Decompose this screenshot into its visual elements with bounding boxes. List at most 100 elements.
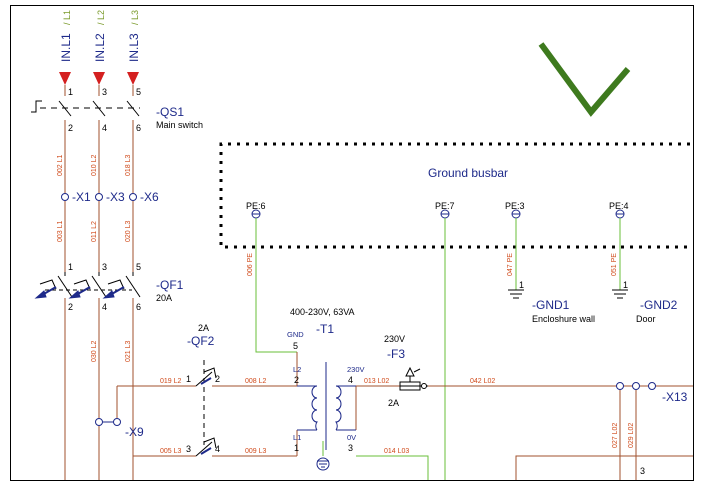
wire-label: 005 L3 bbox=[160, 448, 182, 455]
svg-text:1: 1 bbox=[68, 262, 73, 272]
pe-point-7: PE:7 bbox=[435, 201, 455, 219]
svg-text:-T1: -T1 bbox=[316, 322, 334, 336]
svg-text:/ L1: / L1 bbox=[62, 10, 72, 25]
wire-label: 020 L3 bbox=[125, 220, 132, 242]
wire-label: 014 L03 bbox=[384, 448, 409, 455]
svg-text:4: 4 bbox=[215, 444, 220, 454]
svg-text:-QF2: -QF2 bbox=[187, 334, 215, 348]
wire-label: 003 L1 bbox=[57, 220, 64, 242]
svg-text:6: 6 bbox=[136, 123, 141, 133]
svg-text:PE:7: PE:7 bbox=[435, 201, 455, 211]
svg-text:Encloshure wall: Encloshure wall bbox=[532, 314, 595, 324]
pe-point-6: PE:6 bbox=[246, 201, 266, 219]
svg-text:2: 2 bbox=[68, 302, 73, 312]
svg-text:L2: L2 bbox=[293, 365, 301, 374]
sheet-frame bbox=[10, 5, 694, 481]
svg-text:IN.L3: IN.L3 bbox=[127, 33, 141, 62]
wire-label: 027 L02 bbox=[612, 423, 619, 448]
arrow-down-icon bbox=[59, 72, 71, 85]
svg-text:3: 3 bbox=[102, 262, 107, 272]
svg-text:5: 5 bbox=[136, 87, 141, 97]
svg-text:GND: GND bbox=[287, 330, 304, 339]
svg-text:-X9: -X9 bbox=[125, 425, 144, 439]
wire-label: 042 L02 bbox=[470, 378, 495, 385]
svg-text:PE:6: PE:6 bbox=[246, 201, 266, 211]
wire-label: 029 L02 bbox=[628, 423, 635, 448]
transformer-t1: 400-230V, 63VA -T1 GND 5 L2 2 L1 1 230V … bbox=[287, 307, 365, 471]
wire-label: 006 PE bbox=[247, 253, 254, 276]
svg-text:6: 6 bbox=[136, 302, 141, 312]
arrow-down-icon bbox=[93, 72, 105, 85]
svg-text:4: 4 bbox=[102, 302, 107, 312]
terminal-x13: -X13 3 bbox=[616, 382, 688, 476]
terminals-x1-x3-x6: -X1 -X3 -X6 bbox=[61, 190, 159, 204]
svg-text:1: 1 bbox=[519, 280, 524, 290]
svg-text:5: 5 bbox=[293, 341, 298, 351]
svg-text:-X6: -X6 bbox=[140, 190, 159, 204]
wire-label: 009 L3 bbox=[245, 448, 267, 455]
svg-text:-X13: -X13 bbox=[662, 390, 688, 404]
wire-label: 051 PE bbox=[611, 253, 618, 276]
wire-label: 018 L3 bbox=[125, 154, 132, 176]
svg-text:4: 4 bbox=[102, 123, 107, 133]
svg-text:1: 1 bbox=[623, 280, 628, 290]
svg-text:0V: 0V bbox=[347, 433, 356, 442]
wire-label: 002 L1 bbox=[57, 154, 64, 176]
wire-label: 030 L2 bbox=[91, 340, 98, 362]
svg-text:2: 2 bbox=[68, 123, 73, 133]
breaker-qf2: 2A -QF2 1 2 3 4 bbox=[186, 323, 220, 457]
svg-text:-F3: -F3 bbox=[387, 347, 405, 361]
svg-text:5: 5 bbox=[136, 262, 141, 272]
wire-label: 021 L3 bbox=[125, 340, 132, 362]
wire-label: 013 L02 bbox=[364, 378, 389, 385]
input-l1: IN.L1 / L1 bbox=[59, 10, 73, 62]
svg-text:4: 4 bbox=[348, 375, 353, 385]
wire-label: 011 L2 bbox=[91, 221, 98, 242]
svg-text:Main switch: Main switch bbox=[156, 120, 203, 130]
ground-gnd2: 1 -GND2 Door bbox=[612, 280, 678, 324]
input-l2: IN.L2 / L2 bbox=[93, 10, 107, 62]
svg-text:L1: L1 bbox=[293, 433, 301, 442]
input-l3: IN.L3 / L3 bbox=[127, 10, 141, 62]
svg-text:2A: 2A bbox=[388, 398, 399, 408]
wire-label: 019 L2 bbox=[160, 378, 182, 385]
svg-text:PE:4: PE:4 bbox=[609, 201, 629, 211]
svg-text:2: 2 bbox=[294, 375, 299, 385]
wire-label: 047 PE bbox=[507, 253, 514, 276]
svg-text:1: 1 bbox=[186, 374, 191, 384]
svg-text:1: 1 bbox=[68, 87, 73, 97]
breaker-qf1: 1 3 5 2 4 6 -QF1 20A bbox=[30, 262, 184, 312]
ground-busbar: Ground busbar bbox=[219, 142, 690, 249]
wire-label: 008 L2 bbox=[245, 378, 267, 385]
wire-label: 010 L2 bbox=[91, 154, 98, 176]
svg-text:3: 3 bbox=[640, 466, 645, 476]
svg-text:PE:3: PE:3 bbox=[505, 201, 525, 211]
ground-gnd1: 1 -GND1 Encloshure wall bbox=[508, 280, 595, 324]
main-switch-qs1: 1 3 5 2 4 6 -QS1 Main switch bbox=[31, 87, 203, 133]
svg-text:400-230V, 63VA: 400-230V, 63VA bbox=[290, 307, 355, 317]
svg-text:IN.L1: IN.L1 bbox=[59, 33, 73, 62]
svg-text:-X3: -X3 bbox=[106, 190, 125, 204]
input-arrows bbox=[59, 72, 139, 85]
pe-point-4: PE:4 bbox=[609, 201, 629, 219]
svg-text:-QF1: -QF1 bbox=[156, 278, 184, 292]
svg-text:Ground busbar: Ground busbar bbox=[428, 166, 508, 180]
svg-text:2: 2 bbox=[215, 374, 220, 384]
svg-text:230V: 230V bbox=[347, 365, 365, 374]
pe-point-3: PE:3 bbox=[505, 201, 525, 219]
svg-text:3: 3 bbox=[186, 444, 191, 454]
svg-text:-GND1: -GND1 bbox=[532, 298, 570, 312]
svg-text:1: 1 bbox=[294, 443, 299, 453]
svg-text:3: 3 bbox=[348, 443, 353, 453]
pe-wires bbox=[255, 218, 621, 480]
svg-text:-X1: -X1 bbox=[72, 190, 91, 204]
svg-text:230V: 230V bbox=[384, 334, 405, 344]
svg-text:2A: 2A bbox=[198, 323, 209, 333]
arrow-down-icon bbox=[127, 72, 139, 85]
terminal-x9: -X9 bbox=[95, 386, 144, 439]
svg-text:Door: Door bbox=[636, 314, 656, 324]
circuit-wires bbox=[117, 352, 693, 480]
svg-text:20A: 20A bbox=[156, 293, 172, 303]
